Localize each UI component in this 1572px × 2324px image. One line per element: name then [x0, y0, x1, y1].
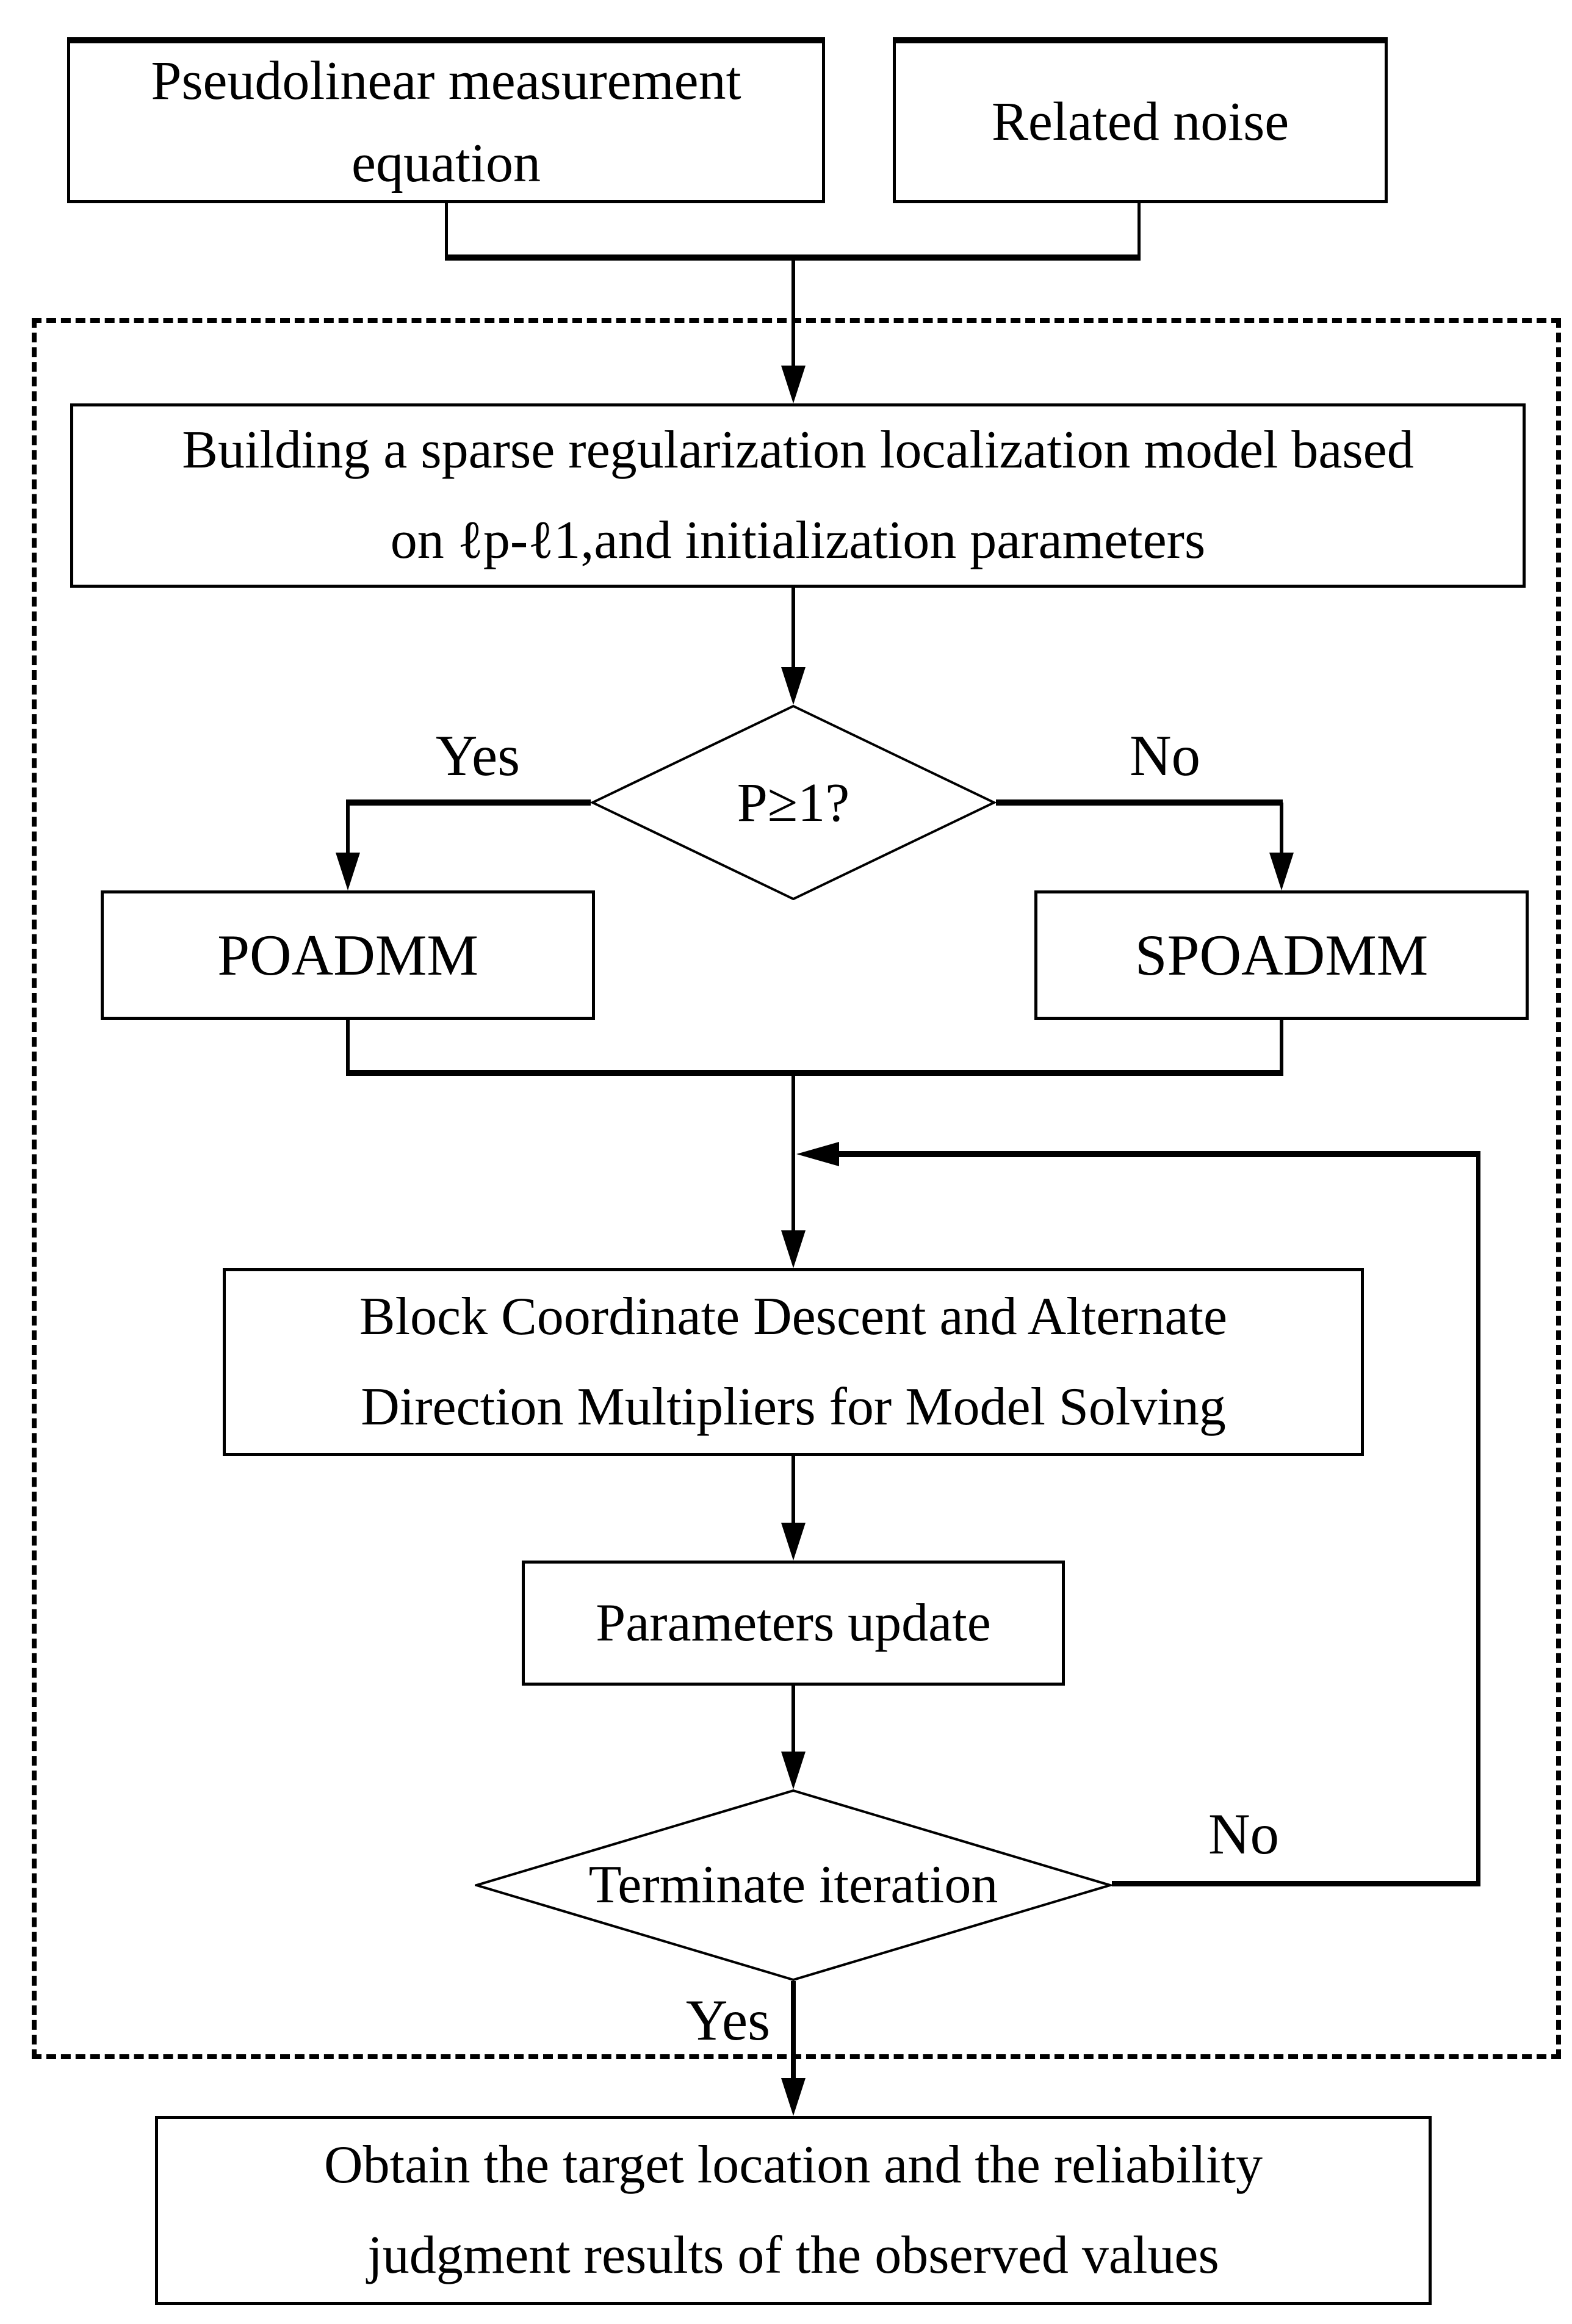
node-parameters-update-label: Parameters update — [596, 1593, 991, 1653]
node-building-model-line1: Building a sparse regularization localiz… — [182, 420, 1414, 480]
decision-terminate-iteration: Terminate iteration — [475, 1789, 1112, 1981]
node-block-coordinate-descent-line2: Direction Multipliers for Model Solving — [361, 1377, 1226, 1437]
connector-building-to-decision — [791, 588, 795, 669]
node-block-coordinate-descent-line1: Block Coordinate Descent and Alternate — [359, 1287, 1228, 1346]
connector-pseudolinear-down — [445, 203, 448, 259]
dashed-boundary — [32, 318, 1561, 2059]
node-obtain-target-location-line1: Obtain the target location and the relia… — [324, 2135, 1263, 2195]
decision-terminate-label: Terminate iteration — [588, 1855, 998, 1914]
node-poadmm: POADMM — [101, 890, 595, 1020]
connector-spoadmm-down — [1280, 1020, 1283, 1075]
node-obtain-target-location-line2: judgment results of the observed values — [367, 2226, 1219, 2285]
node-spoadmm-label: SPOADMM — [1134, 923, 1429, 987]
node-building-model-line2: on ℓp-ℓ1,and initialization parameters — [390, 511, 1206, 570]
connector-terminate-yes-down — [791, 1981, 796, 2080]
connector-terminate-no-horizontal — [1112, 1881, 1480, 1886]
connector-poadmm-down — [346, 1020, 350, 1075]
decision-p-label: P≥1? — [737, 772, 850, 833]
node-pseudolinear-equation-label: Pseudolinear measurement equation — [151, 50, 741, 193]
connector-feedback-horizontal — [836, 1151, 1480, 1157]
connector-into-building — [791, 258, 795, 369]
node-building-model: Building a sparse regularization localiz… — [70, 403, 1526, 588]
decision-p-diamond-shape — [591, 705, 996, 900]
edge-label-no-p: No — [1129, 723, 1201, 788]
node-related-noise: Related noise — [893, 37, 1388, 203]
connector-no-horizontal — [996, 799, 1283, 806]
node-spoadmm: SPOADMM — [1034, 890, 1529, 1020]
decision-terminate-diamond-shape — [475, 1789, 1112, 1981]
node-parameters-update: Parameters update — [522, 1561, 1065, 1686]
edge-label-no-terminate: No — [1208, 1802, 1280, 1866]
connector-no-down — [1280, 803, 1283, 857]
arrowhead-into-parameters — [781, 1523, 806, 1561]
connector-solver-to-parameters — [791, 1456, 795, 1526]
connector-top-merge-horizontal — [445, 254, 1141, 261]
connector-feedback-vertical — [1476, 1154, 1480, 1886]
connector-yes-horizontal — [346, 799, 591, 806]
node-block-coordinate-descent: Block Coordinate Descent and Alternate D… — [223, 1268, 1364, 1456]
arrowhead-into-poadmm — [336, 853, 360, 890]
arrowhead-into-result — [781, 2078, 806, 2116]
arrowhead-into-spoadmm — [1269, 853, 1294, 890]
connector-parameters-to-terminate — [791, 1686, 795, 1755]
arrowhead-into-decision-p — [781, 667, 806, 705]
node-poadmm-label: POADMM — [217, 923, 478, 987]
edge-label-yes-terminate: Yes — [685, 1988, 771, 2052]
connector-yes-down — [346, 803, 350, 857]
connector-related-noise-down — [1138, 203, 1141, 259]
connector-merge-to-solver — [791, 1074, 795, 1233]
arrowhead-into-building — [781, 366, 806, 403]
decision-p-ge-1: P≥1? — [591, 705, 996, 900]
arrowhead-into-solver — [781, 1230, 806, 1268]
node-pseudolinear-equation: Pseudolinear measurement equation — [67, 37, 825, 203]
arrowhead-into-terminate — [781, 1752, 806, 1789]
node-related-noise-label: Related noise — [991, 92, 1289, 152]
arrowhead-feedback-left — [796, 1142, 839, 1166]
edge-label-yes-p: Yes — [435, 723, 521, 788]
connector-merge-horizontal — [346, 1070, 1283, 1076]
node-obtain-target-location: Obtain the target location and the relia… — [155, 2116, 1432, 2305]
